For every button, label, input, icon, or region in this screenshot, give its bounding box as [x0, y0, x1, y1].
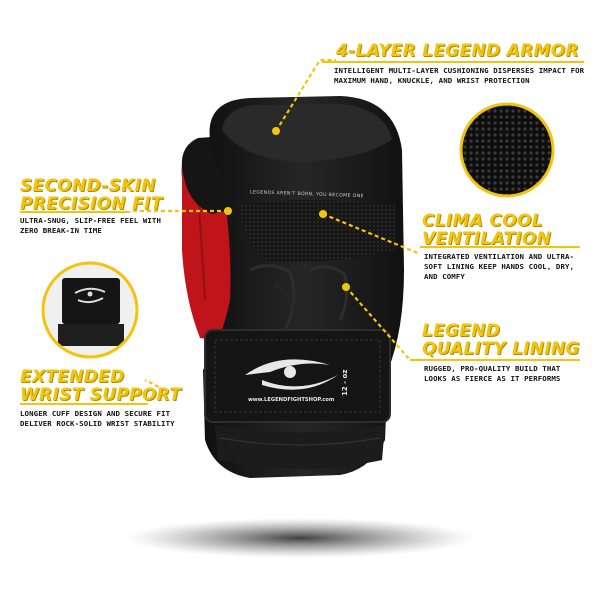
armor-title: 4-LAYER LEGEND ARMOR — [336, 41, 579, 61]
glove-url: www.LEGENDFIGHTSHOP.com — [248, 397, 334, 403]
second-skin-title: SECOND-SKIN PRECISION FIT — [20, 176, 163, 214]
clima-title: CLIMA COOL VENTILATION — [422, 211, 552, 249]
wrist-description: LONGER CUFF DESIGN AND SECURE FIT DELIVE… — [20, 409, 175, 428]
callout-connectors — [130, 58, 421, 391]
cuff-detail-inset — [41, 261, 139, 359]
callout-dots — [224, 127, 350, 291]
second-skin-underline — [20, 211, 130, 213]
wrist-title: EXTENDED WRIST SUPPORT — [20, 367, 182, 405]
armor-underline — [322, 61, 584, 63]
wrist-underline — [20, 403, 148, 405]
mesh-detail-inset — [459, 102, 555, 198]
clima-underline — [420, 246, 580, 248]
glove-slogan: LEGENDS AREN'T BORN, YOU BECOME ONE — [250, 189, 364, 199]
floor-shadow — [125, 518, 475, 558]
clima-description: INTEGRATED VENTILATION AND ULTRA- SOFT L… — [424, 252, 575, 281]
lining-underline — [410, 359, 580, 361]
legend-logo — [245, 359, 338, 390]
lining-title: LEGEND QUALITY LINING — [422, 321, 580, 359]
armor-description: INTELLIGENT MULTI-LAYER CUSHIONING DISPE… — [334, 66, 585, 85]
lining-description: RUGGED, PRO-QUALITY BUILD THAT LOOKS AS … — [424, 364, 561, 383]
glove-weight: 12 - oz — [341, 370, 349, 396]
second-skin-description: ULTRA-SNUG, SLIP-FREE FEEL WITH ZERO BRE… — [20, 216, 162, 235]
boxing-glove-image: LEGENDS AREN'T BORN, YOU BECOME ONE www.… — [181, 96, 404, 478]
